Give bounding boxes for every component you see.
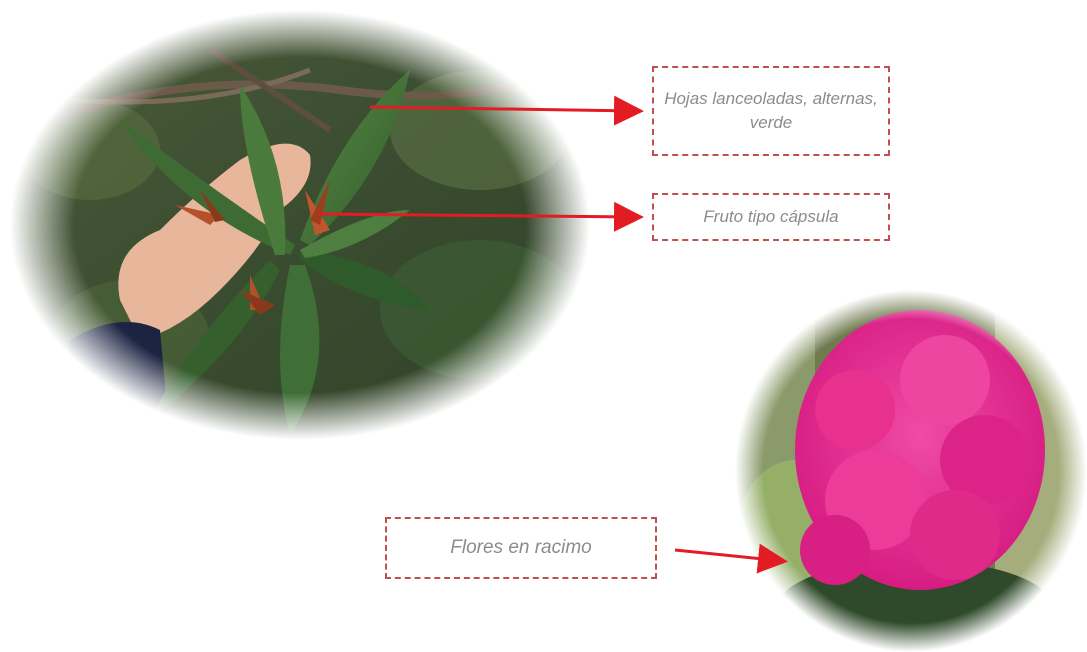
- label-leaves: Hojas lanceoladas, alternas, verde: [652, 66, 890, 156]
- label-flowers: Flores en racimo: [385, 517, 657, 579]
- leaves-photo: [10, 10, 590, 440]
- label-fruit: Fruto tipo cápsula: [652, 193, 890, 241]
- flowers-photo: [735, 290, 1087, 652]
